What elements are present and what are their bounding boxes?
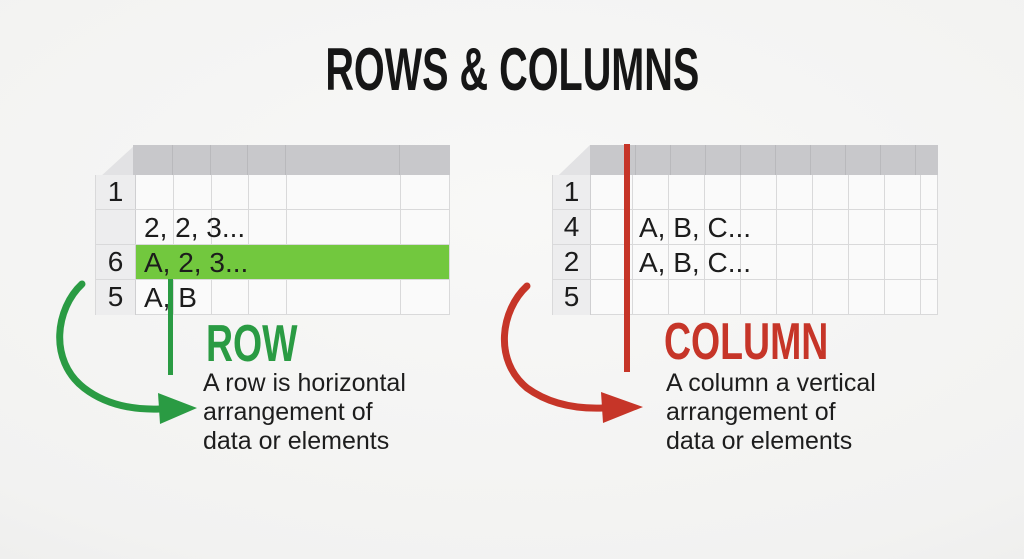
row-description: A row is horizontal arrangement of data …	[203, 369, 406, 455]
row-value-cell: 2, 2, 3...	[144, 212, 246, 243]
row-pointer-line	[168, 279, 173, 375]
table-row: 1	[553, 175, 937, 210]
highlighted-row-value-cell: A, 2, 3...	[136, 245, 449, 279]
row-value-cell	[591, 175, 937, 209]
row-number-cell: 1	[553, 175, 591, 209]
table-row: 5	[553, 280, 937, 315]
column-highlight-line	[624, 144, 630, 372]
column-example-table: 1 4 A, B, C... 2 A, B, C... 5	[552, 145, 938, 315]
row-example-table: 1 2, 2, 3... 6 A, 2, 3... 5 A, B	[95, 145, 450, 315]
row-number-cell: 1	[96, 175, 136, 209]
column-description: A column a vertical arrangement of data …	[666, 369, 876, 455]
row-number-cell: 5	[96, 280, 136, 315]
row-value-cell: A, B, C...	[639, 212, 752, 243]
row-number-cell: 5	[553, 280, 591, 315]
row-value-cell	[136, 175, 449, 209]
column-header-band	[133, 145, 450, 175]
table-row: 2 A, B, C...	[553, 245, 937, 280]
row-heading: ROW	[206, 318, 333, 370]
table-corner-cell	[102, 145, 135, 175]
table-row: 4 A, B, C...	[553, 210, 937, 245]
row-number-cell: 6	[96, 245, 136, 279]
column-heading-text: COLUMN	[664, 313, 829, 371]
red-curved-arrow-icon	[501, 282, 643, 423]
row-number-cell: 2	[553, 245, 591, 279]
column-heading: COLUMN	[664, 316, 892, 368]
page-title-text: ROWS & COLUMNS	[325, 36, 699, 103]
table-body: 1 4 A, B, C... 2 A, B, C... 5	[552, 175, 938, 315]
page-title: ROWS & COLUMNS	[0, 40, 1024, 100]
table-corner-cell	[558, 145, 590, 175]
table-row: 2, 2, 3...	[96, 210, 449, 245]
row-number-cell: 4	[553, 210, 591, 244]
row-value-cell: A, B, C...	[639, 247, 752, 278]
highlighted-table-row: 6 A, 2, 3...	[96, 245, 449, 280]
table-row: 1	[96, 175, 449, 210]
row-heading-text: ROW	[206, 315, 298, 373]
green-curved-arrow-icon	[56, 280, 197, 424]
row-number-cell	[96, 210, 136, 244]
table-body: 1 2, 2, 3... 6 A, 2, 3... 5 A, B	[95, 175, 450, 315]
column-header-band	[590, 145, 938, 175]
